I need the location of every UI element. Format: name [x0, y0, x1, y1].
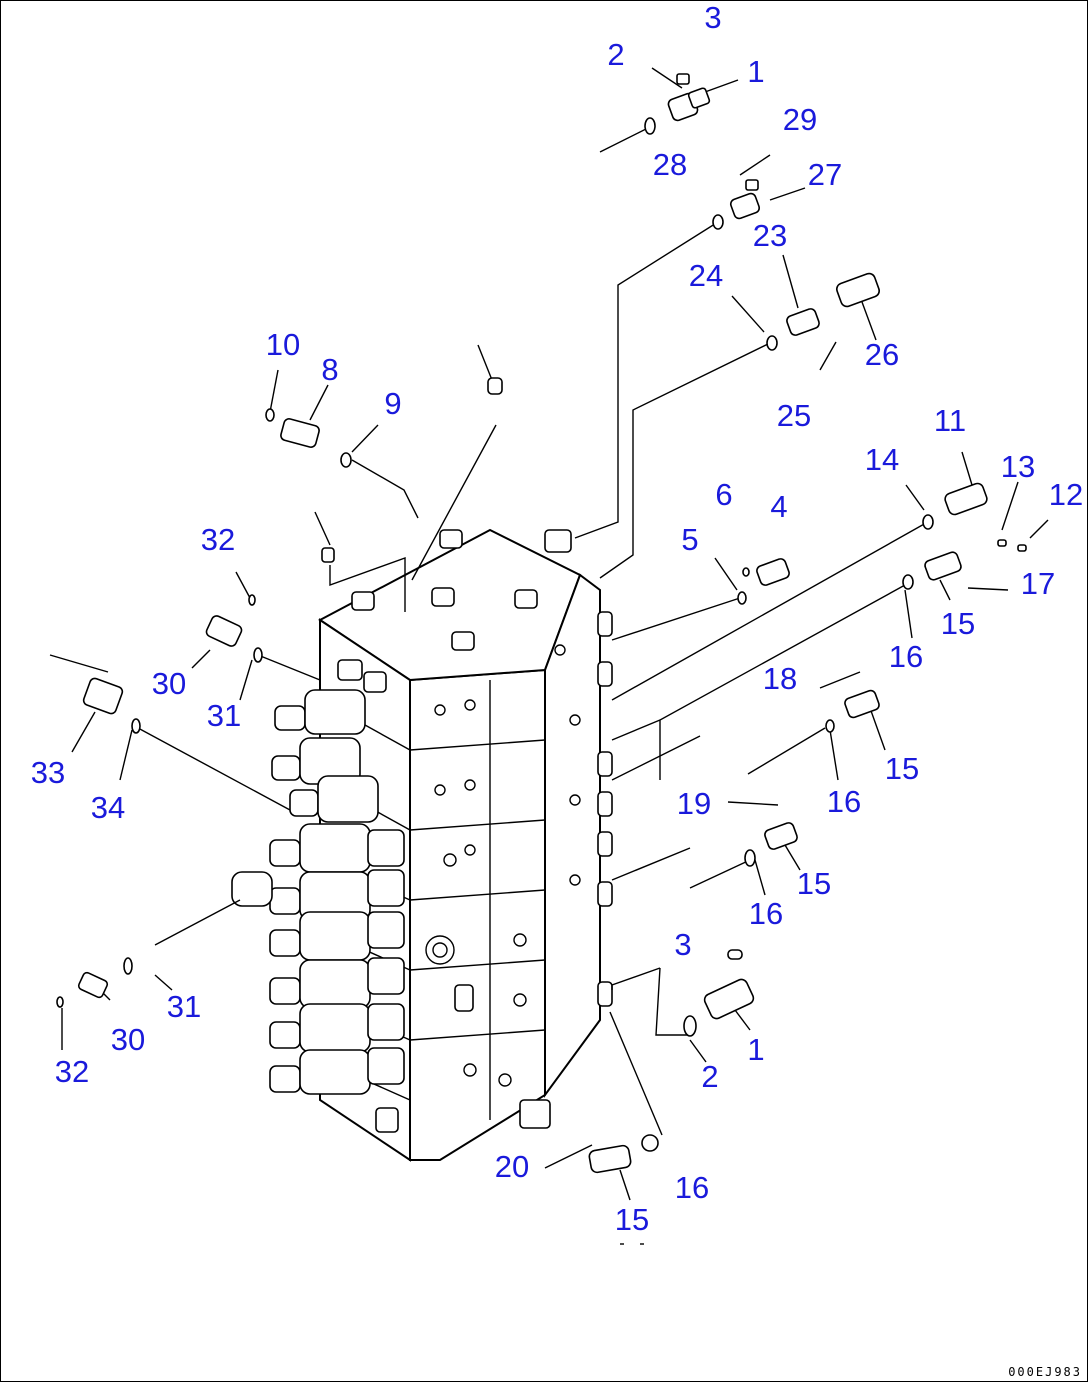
small-parts	[56, 73, 1027, 1174]
o-ring-15-a	[902, 574, 914, 590]
callout-19: 25	[777, 398, 811, 433]
o-ring-31	[123, 957, 133, 975]
callout-28: 34	[91, 790, 125, 825]
callout-18: 24	[689, 258, 723, 293]
plug-11	[1017, 544, 1027, 552]
sensor-27	[82, 677, 124, 715]
callout-25: 31	[207, 698, 241, 733]
callout-15-a: 16	[889, 639, 923, 674]
sensor-20	[835, 272, 881, 308]
o-ring-2-bottom	[683, 1015, 697, 1037]
callout-30: 30	[111, 1022, 145, 1057]
o-ring-13	[922, 514, 934, 530]
callout-16-d: 20	[495, 1149, 529, 1184]
callout-1-b: 1	[747, 1032, 764, 1067]
callout-14-c: 15	[797, 866, 831, 901]
o-ring-15-b	[825, 719, 835, 733]
plug-33	[487, 377, 503, 395]
sensor-7	[280, 418, 320, 448]
callout-3-b: 3	[674, 927, 691, 962]
callout-12: 13	[1001, 449, 1035, 484]
top-plugs	[351, 529, 572, 651]
o-ring-22	[712, 214, 724, 230]
callout-5: 5	[681, 522, 698, 557]
o-ring-15-c	[744, 849, 756, 867]
sensor-21	[729, 192, 761, 220]
valve-ports	[425, 644, 581, 1087]
callout-3: 3	[704, 0, 721, 35]
callout-1: 1	[747, 54, 764, 89]
callout-17: 23	[753, 218, 787, 253]
o-ring-28	[131, 718, 141, 734]
o-ring-18	[766, 335, 778, 351]
sensor-14-c	[764, 822, 798, 850]
callout-10: 11	[934, 403, 966, 438]
callout-16-b: 18	[763, 661, 797, 696]
callout-20: 26	[865, 337, 899, 372]
callout-15-d: 16	[675, 1170, 709, 1205]
callout-11: 12	[1049, 477, 1083, 512]
plug-26	[248, 594, 256, 606]
callout-13: 14	[865, 442, 899, 477]
o-ring-2-top	[644, 117, 656, 135]
plug-3-bottom	[727, 949, 743, 960]
callout-23: 29	[783, 102, 817, 137]
callouts: 3 2 1 29 28 27 23 24 26 25 10 8 9 11 14 …	[31, 0, 1083, 1237]
callout-14-d: 15	[615, 1202, 649, 1237]
left-spool-caps	[231, 659, 551, 1133]
callout-15-b: 16	[827, 784, 861, 819]
o-ring-5	[737, 591, 747, 605]
callout-8: 9	[384, 386, 401, 421]
leader-lines	[49, 67, 1049, 1245]
callout-16-a: 17	[1021, 566, 1055, 601]
sensor-24	[205, 615, 243, 647]
callout-31: 31	[167, 989, 201, 1024]
callout-9: 10	[266, 327, 300, 362]
pressure-sensor-1-top	[667, 73, 711, 122]
sensor-14-a	[924, 551, 962, 581]
callout-27: 33	[31, 755, 65, 790]
callout-14-b: 15	[885, 751, 919, 786]
o-ring-8	[340, 452, 352, 468]
plug-34	[321, 547, 335, 563]
sensor-17	[786, 308, 820, 336]
callout-15-c: 16	[749, 896, 783, 931]
plug-32	[56, 996, 64, 1008]
callout-16-c: 19	[677, 786, 711, 821]
o-ring-25	[253, 647, 263, 663]
callout-7: 8	[321, 352, 338, 387]
plug-9	[265, 408, 275, 422]
control-valve-body	[231, 528, 613, 1162]
callout-2: 2	[607, 37, 624, 72]
plug-6	[742, 567, 750, 577]
right-side-plugs	[597, 611, 613, 1007]
plug-12	[997, 539, 1007, 547]
sensor-4	[756, 558, 790, 586]
sensor-10	[944, 482, 988, 516]
callout-22: 28	[653, 147, 687, 182]
callout-26: 32	[201, 522, 235, 557]
pressure-sensor-1-bottom	[703, 978, 755, 1020]
callout-6: 6	[715, 477, 732, 512]
sensor-14-b	[844, 689, 880, 719]
callout-4: 4	[770, 489, 787, 524]
callout-24: 30	[152, 666, 186, 701]
sensor-14-d	[588, 1144, 632, 1174]
drawing-code: 000EJ983	[1008, 1365, 1082, 1379]
plug-23	[745, 179, 759, 191]
callout-2-b: 2	[701, 1059, 718, 1094]
o-ring-15-d	[641, 1134, 659, 1152]
sensor-30	[77, 971, 109, 999]
callout-21: 27	[808, 157, 842, 192]
callout-14-a: 15	[941, 606, 975, 641]
callout-32: 32	[55, 1054, 89, 1089]
